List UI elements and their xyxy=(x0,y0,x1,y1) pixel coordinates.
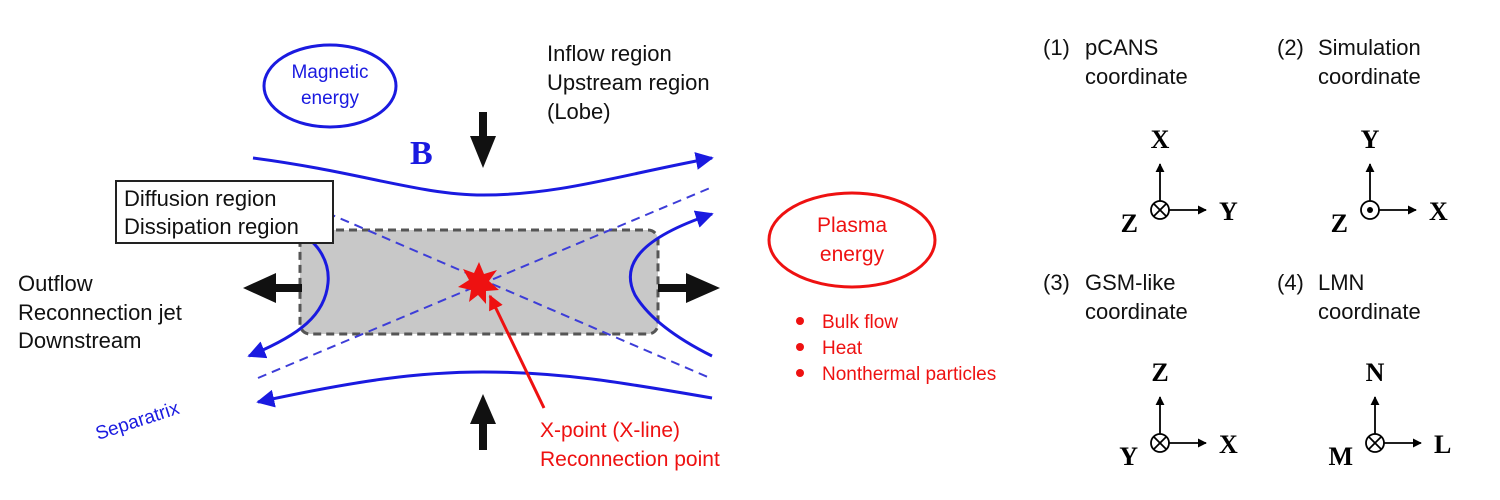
diffusion-label-1: Diffusion region xyxy=(124,186,276,211)
coordinate-name-1: LMN xyxy=(1318,270,1364,295)
x-point-label-1: X-point (X-line) xyxy=(540,419,680,442)
axis-out-label: Y xyxy=(1119,442,1138,471)
field-line-left xyxy=(247,232,330,359)
magnetic-energy-label-1: Magnetic xyxy=(291,62,368,83)
plasma-item-1: Bulk flow xyxy=(822,312,898,333)
axis-up-label: Z xyxy=(1151,358,1168,387)
plasma-item-list: Bulk flow Heat Nonthermal particles xyxy=(796,312,996,385)
coordinate-name-1: GSM-like xyxy=(1085,270,1175,295)
field-line-bottom xyxy=(256,370,713,408)
axis-right-label: X xyxy=(1219,430,1238,459)
inflow-label-1: Inflow region xyxy=(547,41,672,66)
axis-out-label: Z xyxy=(1121,209,1138,238)
cross-icon xyxy=(1153,203,1167,217)
outflow-label-2: Reconnection jet xyxy=(18,300,182,325)
plasma-energy-label-1: Plasma xyxy=(817,214,887,237)
inflow-arrow-bottom xyxy=(470,394,496,450)
coordinate-name-2: coordinate xyxy=(1318,299,1421,324)
axis-right-label: Y xyxy=(1219,197,1238,226)
coordinate-number: (4) xyxy=(1277,270,1304,295)
bullet-icon xyxy=(796,317,804,325)
outflow-arrow-left xyxy=(243,273,302,303)
inflow-arrow-top xyxy=(470,112,496,168)
inflow-label-2: Upstream region xyxy=(547,70,710,95)
x-point-pointer-arrow xyxy=(488,294,546,409)
outflow-label-1: Outflow xyxy=(18,271,93,296)
axis-right-label: L xyxy=(1434,430,1451,459)
coordinate-number: (3) xyxy=(1043,270,1070,295)
field-line-right xyxy=(628,210,714,358)
coordinate-name-2: coordinate xyxy=(1085,64,1188,89)
coordinate-name-2: coordinate xyxy=(1085,299,1188,324)
axis-up-label: N xyxy=(1366,358,1385,387)
x-point-label-2: Reconnection point xyxy=(540,448,720,471)
plasma-item-3: Nonthermal particles xyxy=(822,364,996,385)
plasma-item-2: Heat xyxy=(822,338,863,359)
x-point-star xyxy=(458,262,499,304)
outflow-arrow-right xyxy=(658,273,720,303)
axis-up-label: Y xyxy=(1361,125,1380,154)
coordinate-number: (1) xyxy=(1043,35,1070,60)
coordinate-name-1: pCANS xyxy=(1085,35,1158,60)
axis-right-label: X xyxy=(1429,197,1448,226)
magnetic-energy-ellipse xyxy=(262,43,398,129)
axis-out-label: Z xyxy=(1331,209,1348,238)
dot-icon xyxy=(1367,207,1373,213)
magnetic-energy-label-2: energy xyxy=(301,88,360,109)
cross-icon xyxy=(1153,436,1167,450)
axis-up-label: X xyxy=(1151,125,1170,154)
coordinate-name-1: Simulation xyxy=(1318,35,1421,60)
outflow-label-3: Downstream xyxy=(18,328,141,353)
bullet-icon xyxy=(796,369,804,377)
coordinate-number: (2) xyxy=(1277,35,1304,60)
axis-out-label: M xyxy=(1328,442,1353,471)
diffusion-label-2: Dissipation region xyxy=(124,214,299,239)
bullet-icon xyxy=(796,343,804,351)
field-line-top xyxy=(252,152,714,197)
coordinate-name-2: coordinate xyxy=(1318,64,1421,89)
b-field-label: B xyxy=(410,135,433,172)
diffusion-label-box xyxy=(115,180,334,244)
plasma-energy-ellipse xyxy=(767,191,937,289)
plasma-energy-label-2: energy xyxy=(820,243,885,266)
separatrix-label: Separatrix xyxy=(93,398,182,445)
inflow-label-3: (Lobe) xyxy=(547,99,611,124)
coordinate-systems: (1)pCANScoordinateXYZ(2)Simulationcoordi… xyxy=(1043,35,1451,471)
cross-icon xyxy=(1368,436,1382,450)
